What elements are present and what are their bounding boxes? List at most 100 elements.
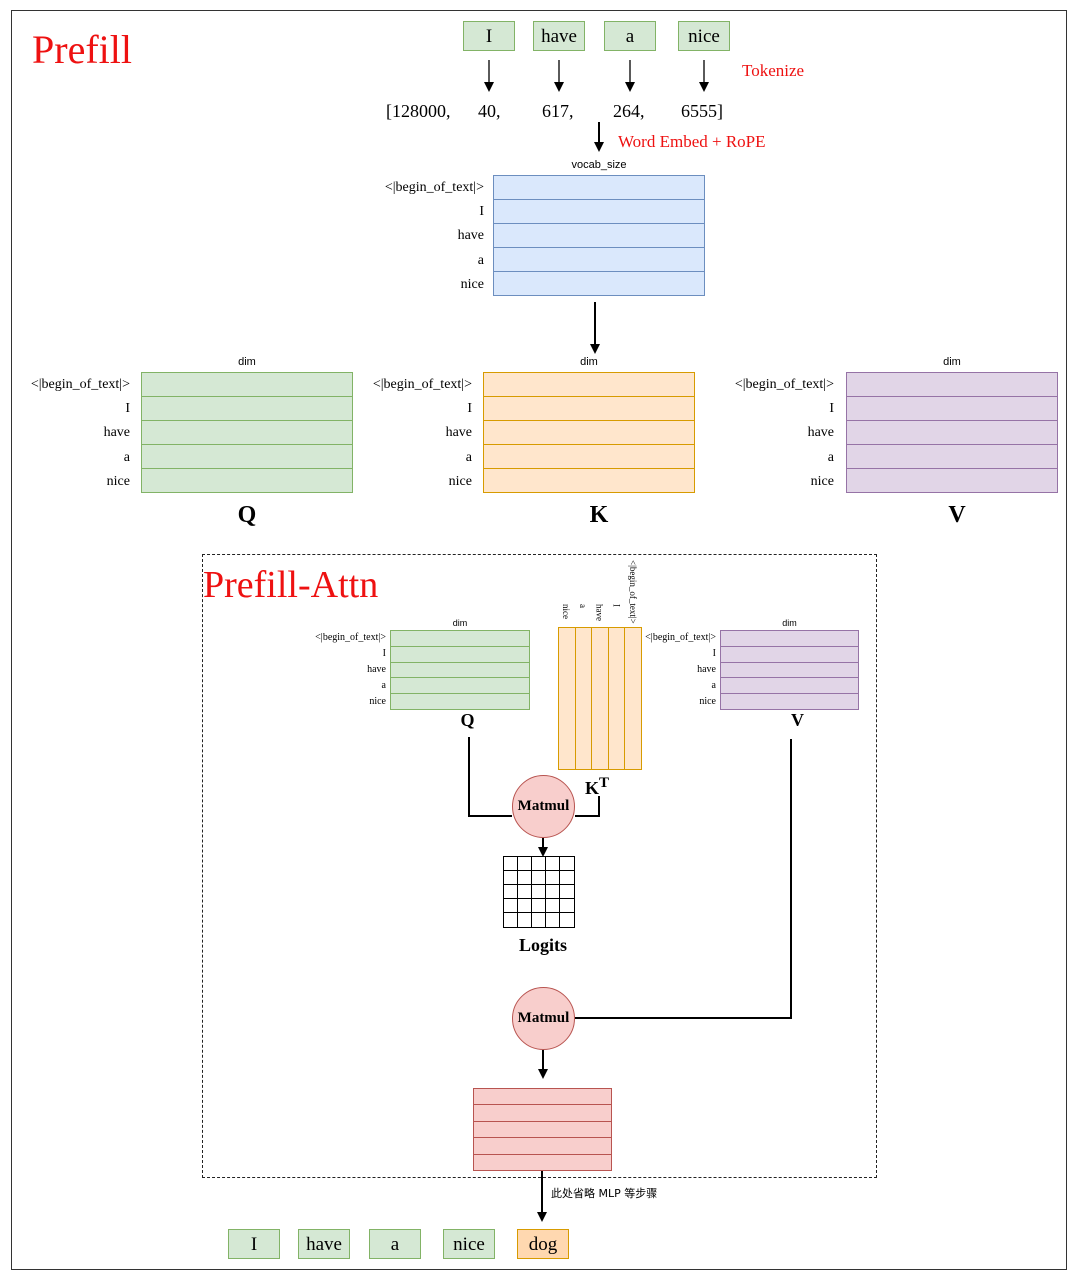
row-label: nice (460, 276, 484, 292)
attn-q-matrix (390, 630, 530, 710)
matrix-row (142, 421, 352, 445)
matrix-row (484, 397, 694, 421)
attn-kt-label: KT (585, 775, 610, 798)
attn-v-label: V (791, 710, 804, 730)
kt-column-label: nice (561, 604, 571, 619)
kt-column-label: I (611, 604, 622, 607)
row-label: a (465, 449, 472, 465)
prefill-attn-title: Prefill-Attn (203, 564, 379, 606)
row-label: have (697, 664, 716, 675)
matmul-node-1: Matmul (512, 775, 575, 838)
kt-column-label: a (577, 604, 588, 608)
logits-label: Logits (518, 935, 567, 955)
row-label: have (103, 425, 130, 441)
row-label: nice (699, 696, 716, 707)
v-label: V (948, 502, 966, 528)
input-token: I (463, 21, 515, 51)
outer-frame (11, 10, 1067, 1270)
matrix-row (474, 1155, 611, 1170)
matrix-row (484, 445, 694, 469)
matrix-row (721, 631, 858, 647)
matrix-row (847, 445, 1057, 469)
row-label: a (381, 680, 386, 691)
row-label: have (445, 425, 472, 441)
matrix-row (474, 1105, 611, 1122)
logits-cell (504, 885, 518, 899)
k-dim-header: dim (580, 356, 598, 368)
token-id: 6555] (681, 101, 723, 121)
logits-cell (518, 871, 532, 885)
prefill-title: Prefill (32, 27, 132, 72)
matrix-row (721, 678, 858, 695)
attn-q-label: Q (460, 710, 475, 730)
logits-cell (504, 913, 518, 927)
mlp-note: 此处省略 MLP 等步骤 (551, 1187, 658, 1200)
matrix-row (142, 445, 352, 469)
row-label: nice (810, 473, 834, 489)
row-label: have (367, 664, 386, 675)
logits-cell (546, 871, 560, 885)
matrix-row (847, 373, 1057, 397)
logits-cell (532, 885, 546, 899)
row-label: I (829, 401, 834, 417)
matrix-row (721, 663, 858, 679)
logits-cell (560, 871, 574, 885)
attn-q-dim-header: dim (452, 618, 468, 628)
logits-cell (546, 885, 560, 899)
logits-cell (560, 857, 574, 871)
logits-cell (518, 899, 532, 913)
row-label: nice (448, 473, 472, 489)
token-id: 617, (542, 101, 574, 121)
output-token: have (298, 1229, 350, 1259)
row-label: <|begin_of_text|> (734, 377, 834, 392)
logits-cell (532, 857, 546, 871)
logits-cell (532, 871, 546, 885)
row-label: <|begin_of_text|> (30, 377, 130, 392)
q-matrix (141, 372, 353, 493)
row-label: I (467, 401, 472, 417)
output-token: I (228, 1229, 280, 1259)
matrix-row (721, 694, 858, 709)
logits-cell (546, 913, 560, 927)
matrix-row (142, 469, 352, 492)
matrix-row (391, 678, 529, 695)
logits-cell (560, 913, 574, 927)
row-label: a (827, 449, 834, 465)
input-token: a (604, 21, 656, 51)
logits-cell (504, 857, 518, 871)
matrix-column (559, 628, 576, 769)
logits-cell (546, 857, 560, 871)
matrix-row (494, 176, 704, 200)
row-label: I (712, 648, 716, 659)
embed-header: vocab_size (571, 159, 627, 171)
q-dim-header: dim (238, 356, 256, 368)
token-id: 264, (613, 101, 645, 121)
matrix-row (474, 1122, 611, 1139)
q-label: Q (237, 502, 257, 528)
matrix-row (494, 272, 704, 295)
matrix-row (391, 631, 529, 647)
row-label: I (125, 401, 130, 417)
matrix-column (592, 628, 609, 769)
logits-cell (532, 913, 546, 927)
embedding-matrix (493, 175, 705, 296)
kt-column-label: <|begin_of_text|> (628, 560, 639, 624)
tokenize-label: Tokenize (742, 61, 805, 80)
logits-cell (504, 871, 518, 885)
output-token: nice (443, 1229, 495, 1259)
matrix-row (721, 647, 858, 663)
logits-cell (546, 899, 560, 913)
matrix-row (494, 200, 704, 224)
predicted-token: dog (517, 1229, 569, 1259)
matrix-column (625, 628, 641, 769)
attn-v-matrix (720, 630, 859, 710)
attn-v-dim-header: dim (782, 618, 797, 628)
row-label: I (382, 648, 386, 659)
matrix-row (391, 647, 529, 663)
matrix-row (484, 421, 694, 445)
k-matrix (483, 372, 695, 493)
logits-cell (518, 885, 532, 899)
matrix-row (494, 248, 704, 272)
matrix-row (474, 1089, 611, 1106)
logits-cell (518, 913, 532, 927)
